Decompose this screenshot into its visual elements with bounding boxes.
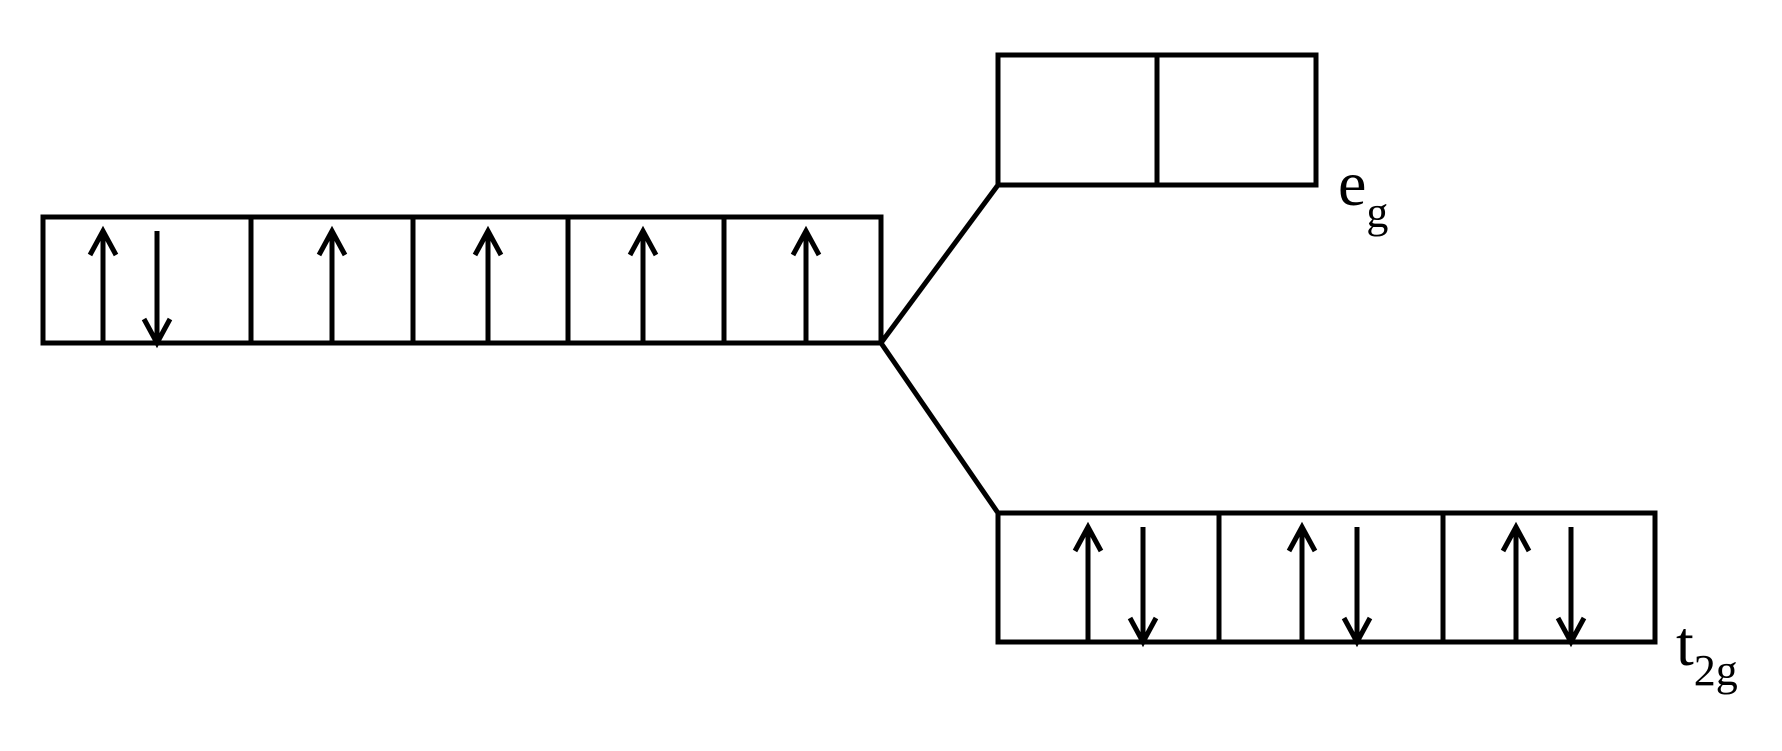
- spin-down-arrow-icon: [1341, 527, 1373, 648]
- eg-label-main: e: [1338, 148, 1366, 219]
- t2g-electrons: [1072, 521, 1587, 648]
- free-ion-electrons: [87, 225, 822, 349]
- eg-label-subscript: g: [1366, 188, 1388, 237]
- free-ion-orbital-row: [40, 214, 884, 349]
- t2g-label-main: t: [1676, 608, 1694, 679]
- spin-up-arrow-icon: [627, 225, 659, 343]
- connector-line-to-eg: [878, 183, 1001, 345]
- t2g-label: t2g: [1676, 608, 1738, 695]
- spin-up-arrow-icon: [316, 225, 348, 343]
- connector-line-to-t2g: [878, 341, 1001, 515]
- t2g-row-frame: [995, 510, 1658, 645]
- spin-down-arrow-icon: [1555, 527, 1587, 648]
- spin-up-arrow-icon: [790, 225, 822, 343]
- spin-up-arrow-icon: [1072, 521, 1104, 642]
- spin-down-arrow-icon: [141, 231, 173, 349]
- spin-down-arrow-icon: [1127, 527, 1159, 648]
- eg-label: eg: [1338, 148, 1388, 237]
- spin-up-arrow-icon: [1286, 521, 1318, 642]
- eg-orbital-row: [995, 52, 1319, 188]
- t2g-label-subscript: 2g: [1694, 646, 1738, 695]
- spin-up-arrow-icon: [1500, 521, 1532, 642]
- spin-up-arrow-icon: [87, 225, 119, 343]
- spin-up-arrow-icon: [472, 225, 504, 343]
- t2g-orbital-row: [995, 510, 1658, 648]
- free-ion-row-frame: [40, 214, 884, 346]
